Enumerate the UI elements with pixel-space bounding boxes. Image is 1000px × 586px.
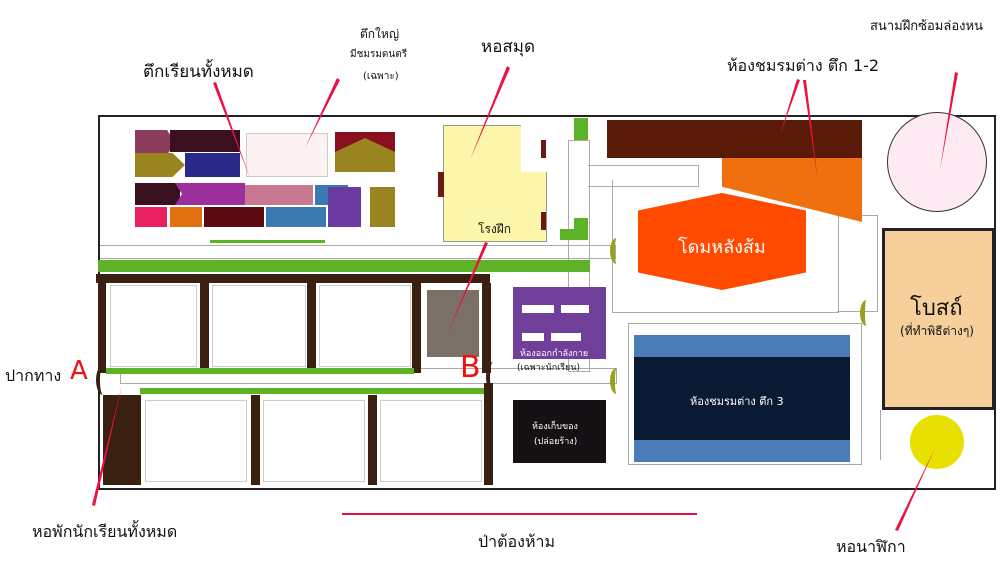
classroom-building <box>266 207 326 227</box>
dorm-wall <box>98 283 106 373</box>
path <box>880 410 881 460</box>
gate[interactable] <box>610 368 623 394</box>
library-door <box>541 212 546 230</box>
classroom-building <box>185 153 240 177</box>
pointer-arrow <box>305 78 340 148</box>
dorm-wall <box>484 383 493 485</box>
dorm-room <box>145 400 247 482</box>
classroom-building <box>135 130 175 155</box>
big-building-label: ตึกใหญ่ <box>360 27 400 41</box>
music-club-label: มีชมรมดนตรี <box>350 49 408 60</box>
pointer-arrow <box>213 82 250 178</box>
dorm-room <box>212 285 306 367</box>
hedge <box>140 388 485 394</box>
classroom-building <box>135 207 167 227</box>
pointer-arrow <box>780 79 800 135</box>
temple-sublabel: (ที่ทำพิธีต่างๆ) <box>900 324 974 338</box>
dorm-room <box>380 400 482 482</box>
clock-tower-label: หอนาฬิกา <box>836 537 906 556</box>
hedge <box>106 368 414 374</box>
classroom-building <box>170 207 202 227</box>
club-building-1 <box>607 120 862 158</box>
training-field <box>887 112 987 212</box>
classroom-building <box>175 183 245 205</box>
dorm-gate[interactable] <box>96 365 110 395</box>
club-rooms-3-label: ห้องชมรมต่าง ตึก 3 <box>690 395 784 408</box>
workshop-label: โรงฝึก <box>478 222 512 236</box>
forest-boundary-line <box>342 513 697 515</box>
gym-equipment <box>551 333 581 341</box>
point-b-marker: B <box>460 350 481 385</box>
library-label: หอสมุด <box>481 37 536 57</box>
library-door <box>541 140 546 158</box>
path <box>628 323 862 465</box>
storage-label: ห้องเก็บของ <box>532 422 578 432</box>
gym-equipment <box>522 333 544 341</box>
hedge <box>574 118 588 140</box>
dorm-room <box>263 400 365 482</box>
dorm-wall <box>412 283 421 373</box>
workshop-building <box>427 290 479 357</box>
classroom-building <box>245 185 313 205</box>
pointer-arrow <box>92 385 122 506</box>
dorm-wall <box>482 283 491 373</box>
gate[interactable] <box>610 238 623 264</box>
orange-dome <box>638 193 806 290</box>
pointer-arrow <box>447 242 488 335</box>
dorm-wall <box>368 395 377 485</box>
path <box>568 140 590 372</box>
entrance-label: ปากทาง <box>5 366 62 385</box>
gym-equipment <box>561 305 589 313</box>
classroom-building <box>370 187 395 227</box>
pointer-arrow <box>940 72 958 170</box>
dorm-wall <box>307 283 316 373</box>
dorm-wall <box>200 283 209 373</box>
club-building-3 <box>634 335 850 462</box>
hedge <box>98 260 590 272</box>
classroom-building <box>328 187 361 227</box>
training-field-label: สนามฝึกซ้อมล่องหน <box>870 19 983 34</box>
library-door <box>438 172 444 197</box>
forbidden-forest-label: ป่าต้องห้าม <box>478 532 556 551</box>
dorm-wall <box>96 274 490 283</box>
clock-tower <box>910 415 964 469</box>
gym-building <box>513 287 606 359</box>
pointer-arrow <box>803 80 818 182</box>
pointer-arrow <box>470 66 510 160</box>
storage-sublabel: (ปล่อยร้าง) <box>534 437 578 447</box>
gym-sublabel: (เฉพาะนักเรียน) <box>517 363 580 373</box>
path <box>588 165 699 187</box>
classrooms-label: ตึกเรียนทั้งหมด <box>143 62 254 82</box>
storage-building <box>513 400 606 463</box>
dorm-room <box>110 285 197 367</box>
dorm-wall <box>251 395 260 485</box>
dorm-gate[interactable] <box>486 362 500 392</box>
classroom-building <box>170 130 240 152</box>
gate[interactable] <box>860 300 873 326</box>
classroom-building <box>204 207 264 227</box>
pointer-arrow <box>895 448 935 531</box>
dorm-room <box>319 285 411 367</box>
gym-label: ห้องออกกำลังกาย <box>520 349 589 359</box>
orange-dome-label: โดมหลังส้ม <box>678 237 766 258</box>
exclusive-label: (เฉพาะ) <box>363 71 399 82</box>
temple-label: โบสถ์ <box>910 296 963 321</box>
big-building <box>246 133 328 177</box>
gym-equipment <box>522 305 554 313</box>
club-rooms-1-2-label: ห้องชมรมต่าง ตึก 1-2 <box>727 56 880 75</box>
classroom-building <box>135 183 180 205</box>
temple-building <box>882 228 995 410</box>
dormitories-label: หอพักนักเรียนทั้งหมด <box>32 522 178 541</box>
hedge <box>210 240 325 243</box>
point-a-marker: A <box>70 356 88 386</box>
